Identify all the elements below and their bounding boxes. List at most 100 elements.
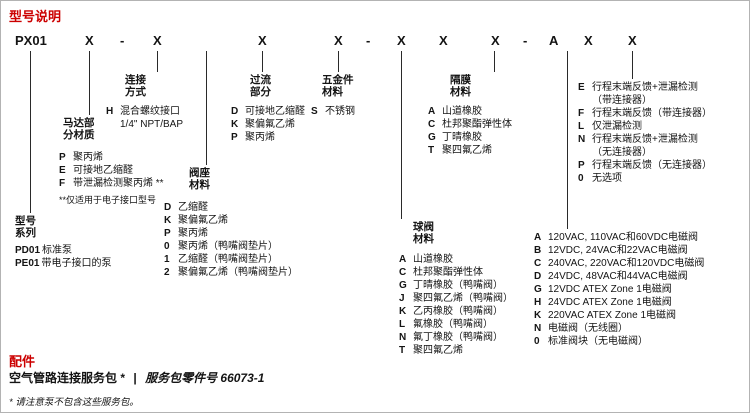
option-text-continuation: （带连接器） [592, 95, 652, 106]
option-text: 12VDC, 24VAC和22VAC电磁阀 [548, 245, 688, 256]
option-code: D [534, 271, 542, 282]
option-text: 氟丁橡胶（鸭嘴阀） [413, 332, 503, 343]
option-code: N [399, 332, 407, 343]
option-code: C [428, 119, 436, 130]
label-line: 阀座 [189, 167, 210, 179]
model-code-token: X [439, 33, 448, 48]
option-text: 聚丙烯 [178, 228, 208, 239]
option-code: 2 [164, 267, 170, 278]
option-text: 杜邦聚酯弹性体 [413, 267, 483, 278]
option-text: 混合螺纹接口 [120, 106, 180, 117]
option-code: K [534, 310, 542, 321]
service-pack-name: 空气管路连接服务包 * [9, 371, 126, 385]
option-code: A [399, 254, 407, 265]
option-text: 聚四氟乙烯（鸭嘴阀） [413, 293, 513, 304]
model-code-token: X [628, 33, 637, 48]
option-text: 氟橡胶（鸭嘴阀） [413, 319, 493, 330]
option-code: G [399, 280, 407, 291]
connector-line-seat [206, 51, 207, 165]
label-line: 材料 [189, 179, 210, 191]
label-line: 马达部 [63, 117, 95, 129]
option-code: 0 [578, 173, 584, 184]
option-code: H [106, 106, 114, 117]
option-code: G [428, 132, 436, 143]
option-text-continuation: 1/4" NPT/BAP [120, 119, 184, 130]
option-text: 丁晴橡胶 [442, 132, 482, 143]
label-line: 材料 [322, 86, 343, 98]
label-line: 隔膜 [450, 74, 471, 86]
section-label-motor-material: 马达部 分材质 [63, 117, 95, 141]
option-text: 电磁阀（无线圈） [548, 323, 628, 334]
connector-line-diaphragm [494, 51, 495, 72]
option-row: B 12VDC, 24VAC和22VAC电磁阀 [534, 244, 704, 257]
option-code: P [231, 132, 238, 143]
option-row: 2 聚偏氟乙烯（鸭嘴阀垫片） [164, 266, 298, 279]
label-line: 五金件 [322, 74, 354, 86]
connector-line-motor [89, 51, 90, 115]
label-line: 部分 [250, 86, 271, 98]
connector-line-solenoid [567, 51, 568, 229]
connector-line-hardware [338, 51, 339, 72]
option-text: 丁晴橡胶（鸭嘴阀） [413, 280, 503, 291]
option-text: 标准阀块（无电磁阀） [548, 336, 648, 347]
connector-line-electronic-option [632, 51, 633, 79]
option-text: 乙丙橡胶（鸭嘴阀） [413, 306, 503, 317]
accessories-heading: 配件 [9, 354, 36, 369]
section-label-ball: 球阀 材料 [413, 221, 434, 245]
option-code: B [534, 245, 542, 256]
section-label-series: 型号 系列 [15, 215, 36, 239]
option-code: PE01 [15, 258, 40, 269]
option-code: K [231, 119, 239, 130]
page-title: 型号说明 [9, 9, 62, 24]
model-code-token: X [258, 33, 267, 48]
option-row: J 聚四氟乙烯（鸭嘴阀） [399, 292, 513, 305]
option-text: 乙缩醛 [178, 202, 208, 213]
connector-line-wetted [262, 51, 263, 72]
option-code: C [534, 258, 542, 269]
option-row: T 聚四氟乙烯 [428, 144, 512, 157]
option-code: J [399, 293, 405, 304]
option-text: 聚偏氟乙烯 [178, 215, 228, 226]
option-code: T [428, 145, 435, 156]
label-line: 材料 [450, 86, 471, 98]
option-row: G 丁晴橡胶（鸭嘴阀） [399, 279, 513, 292]
option-text: 聚偏氟乙烯（鸭嘴阀垫片） [178, 267, 298, 278]
option-code: L [399, 319, 406, 330]
accessories-footnote: * 请注意泵不包含这些服务包。 [9, 397, 139, 408]
option-code: S [311, 106, 318, 117]
option-code: PD01 [15, 245, 41, 256]
option-row: L 氟橡胶（鸭嘴阀） [399, 318, 513, 331]
option-code: P [578, 160, 585, 171]
model-code-token: - [366, 33, 371, 48]
option-text: 聚丙烯 [73, 152, 103, 163]
section-label-connection: 连接 方式 [125, 74, 146, 98]
option-code: T [399, 345, 406, 356]
option-code: P [164, 228, 171, 239]
option-text: 聚四氟乙烯 [442, 145, 492, 156]
option-code: A [428, 106, 436, 117]
option-text: 聚四氟乙烯 [413, 345, 463, 356]
option-code: E [59, 165, 66, 176]
section-label-wetted: 过流 部分 [250, 74, 271, 98]
option-row: T 聚四氟乙烯 [399, 344, 513, 357]
motor-material-footnote: **仅适用于电子接口型号 [59, 195, 157, 205]
option-text: 乙缩醛（鸭嘴阀垫片） [178, 254, 278, 265]
